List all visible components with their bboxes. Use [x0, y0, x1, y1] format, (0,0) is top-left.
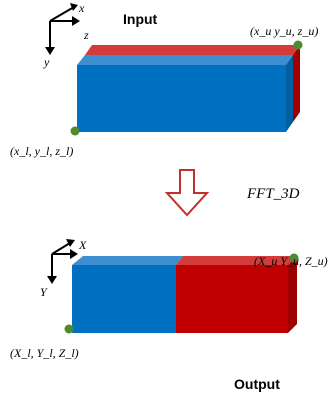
input-lower-corner-label: (x_l, y_l, z_l): [10, 144, 73, 158]
input-upper-corner-dot: [293, 40, 303, 50]
input-box: [77, 45, 300, 132]
input-axis-y-label: y: [43, 55, 50, 69]
output-lower-corner-dot: [64, 324, 74, 334]
output-upper-corner-dot: [289, 253, 299, 263]
input-axes: x z y: [43, 1, 89, 69]
input-axis-x-label: x: [78, 1, 85, 15]
output-axis-y-label: Y: [40, 285, 48, 299]
output-title: Output: [234, 376, 280, 392]
transform-label: FFT_3D: [246, 186, 300, 202]
down-arrow-icon: [164, 169, 210, 217]
output-upper-corner-label: (X_u Y_u, Z_u): [254, 254, 328, 268]
output-lower-corner-label: (X_l, Y_l, Z_l): [10, 346, 79, 360]
input-axis-z-label: z: [83, 28, 89, 42]
output-box: [72, 256, 297, 333]
input-lower-corner-dot: [70, 126, 80, 136]
input-title: Input: [123, 11, 158, 27]
output-axis-x-label: X: [78, 238, 87, 252]
input-upper-corner-label: (x_u y_u, z_u): [250, 24, 318, 38]
